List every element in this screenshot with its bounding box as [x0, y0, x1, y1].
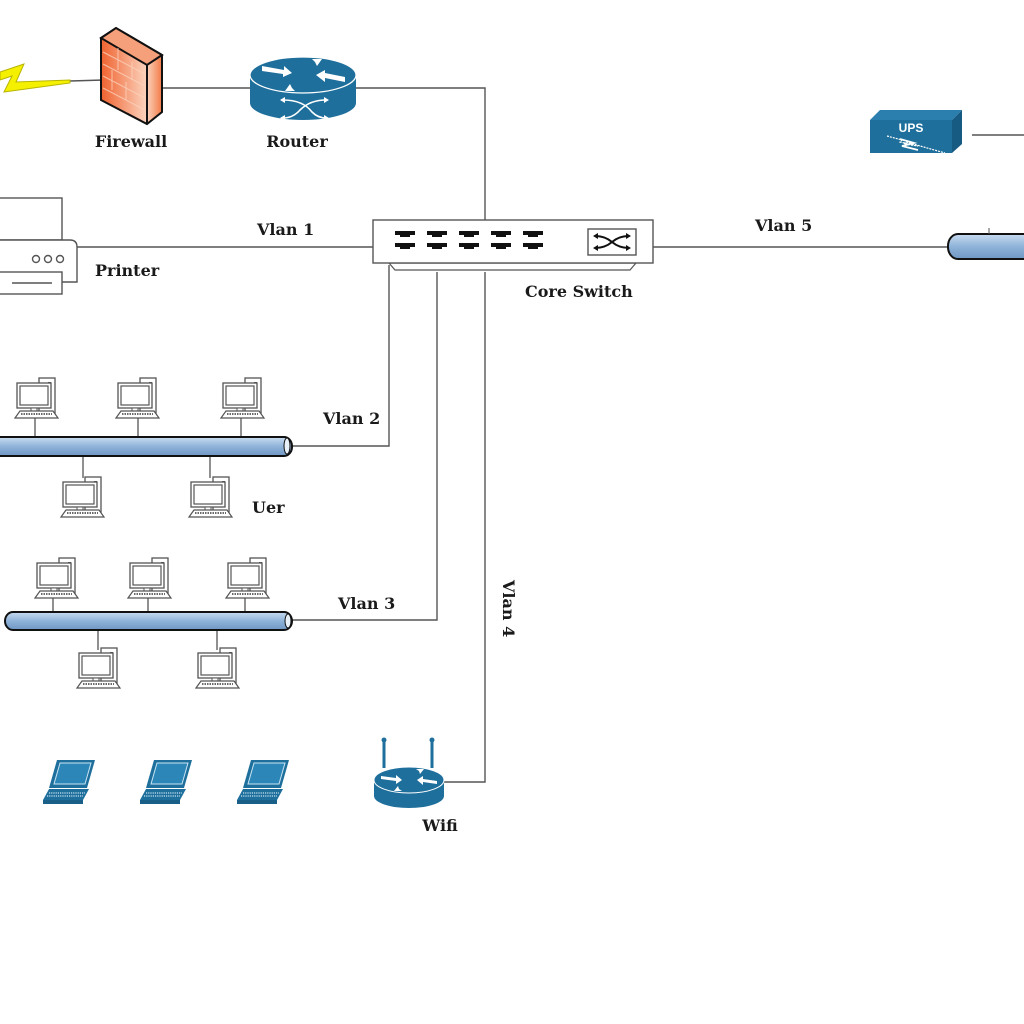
ups-node[interactable]: UPS — [870, 110, 962, 154]
computer-icon[interactable] — [188, 476, 233, 518]
firewall-node[interactable]: Firewall — [95, 26, 167, 151]
internet-link-icon — [0, 63, 71, 93]
computer-icon[interactable] — [76, 647, 121, 689]
vlan4-label: Vlan 4 — [499, 579, 518, 637]
ups-icon: UPS — [870, 110, 962, 154]
switch-icon — [372, 219, 654, 271]
firewall-label: Firewall — [95, 132, 167, 151]
laptop-icon[interactable] — [42, 759, 96, 805]
computer-icon[interactable] — [195, 647, 240, 689]
vlan1-label: Vlan 1 — [256, 220, 314, 239]
laptop-icon[interactable] — [139, 759, 193, 805]
router-label: Router — [266, 132, 328, 151]
wireless-router-icon — [373, 737, 445, 808]
vlan5-label: Vlan 5 — [754, 216, 812, 235]
printer-label: Printer — [95, 261, 160, 280]
user-group-label: Uer — [252, 498, 285, 517]
computer-icon[interactable] — [127, 557, 172, 599]
vlan2-label: Vlan 2 — [322, 409, 380, 428]
laptop-icon[interactable] — [236, 759, 290, 805]
vlan2-segment: Uer — [0, 377, 293, 518]
router-node[interactable]: Router — [249, 56, 357, 151]
vlan5-bus — [947, 228, 1024, 260]
vlan4-link — [444, 272, 486, 783]
laptop-group — [42, 759, 290, 805]
vlan2-bus — [0, 436, 293, 457]
computer-icon[interactable] — [14, 377, 59, 419]
printer-node[interactable]: Printer — [0, 197, 160, 295]
vlan3-label: Vlan 3 — [337, 594, 395, 613]
vlan3-bus — [4, 611, 293, 631]
router-icon — [249, 56, 357, 121]
core-switch-label: Core Switch — [525, 282, 633, 301]
computer-icon[interactable] — [34, 557, 79, 599]
svg-text:UPS: UPS — [899, 121, 924, 135]
vlan3-segment — [4, 557, 293, 689]
wifi-label: Wifi — [421, 816, 458, 835]
computer-icon[interactable] — [220, 377, 265, 419]
printer-icon — [0, 197, 78, 295]
firewall-icon — [99, 26, 164, 126]
vlan3-link — [292, 272, 438, 621]
computer-icon[interactable] — [225, 557, 270, 599]
wifi-node[interactable]: Wifi — [373, 737, 458, 836]
vlan2-link — [292, 265, 390, 447]
computer-icon[interactable] — [115, 377, 160, 419]
connection-lines — [69, 79, 1024, 783]
core-switch-node[interactable]: Core Switch — [372, 219, 654, 301]
computer-icon[interactable] — [60, 476, 105, 518]
